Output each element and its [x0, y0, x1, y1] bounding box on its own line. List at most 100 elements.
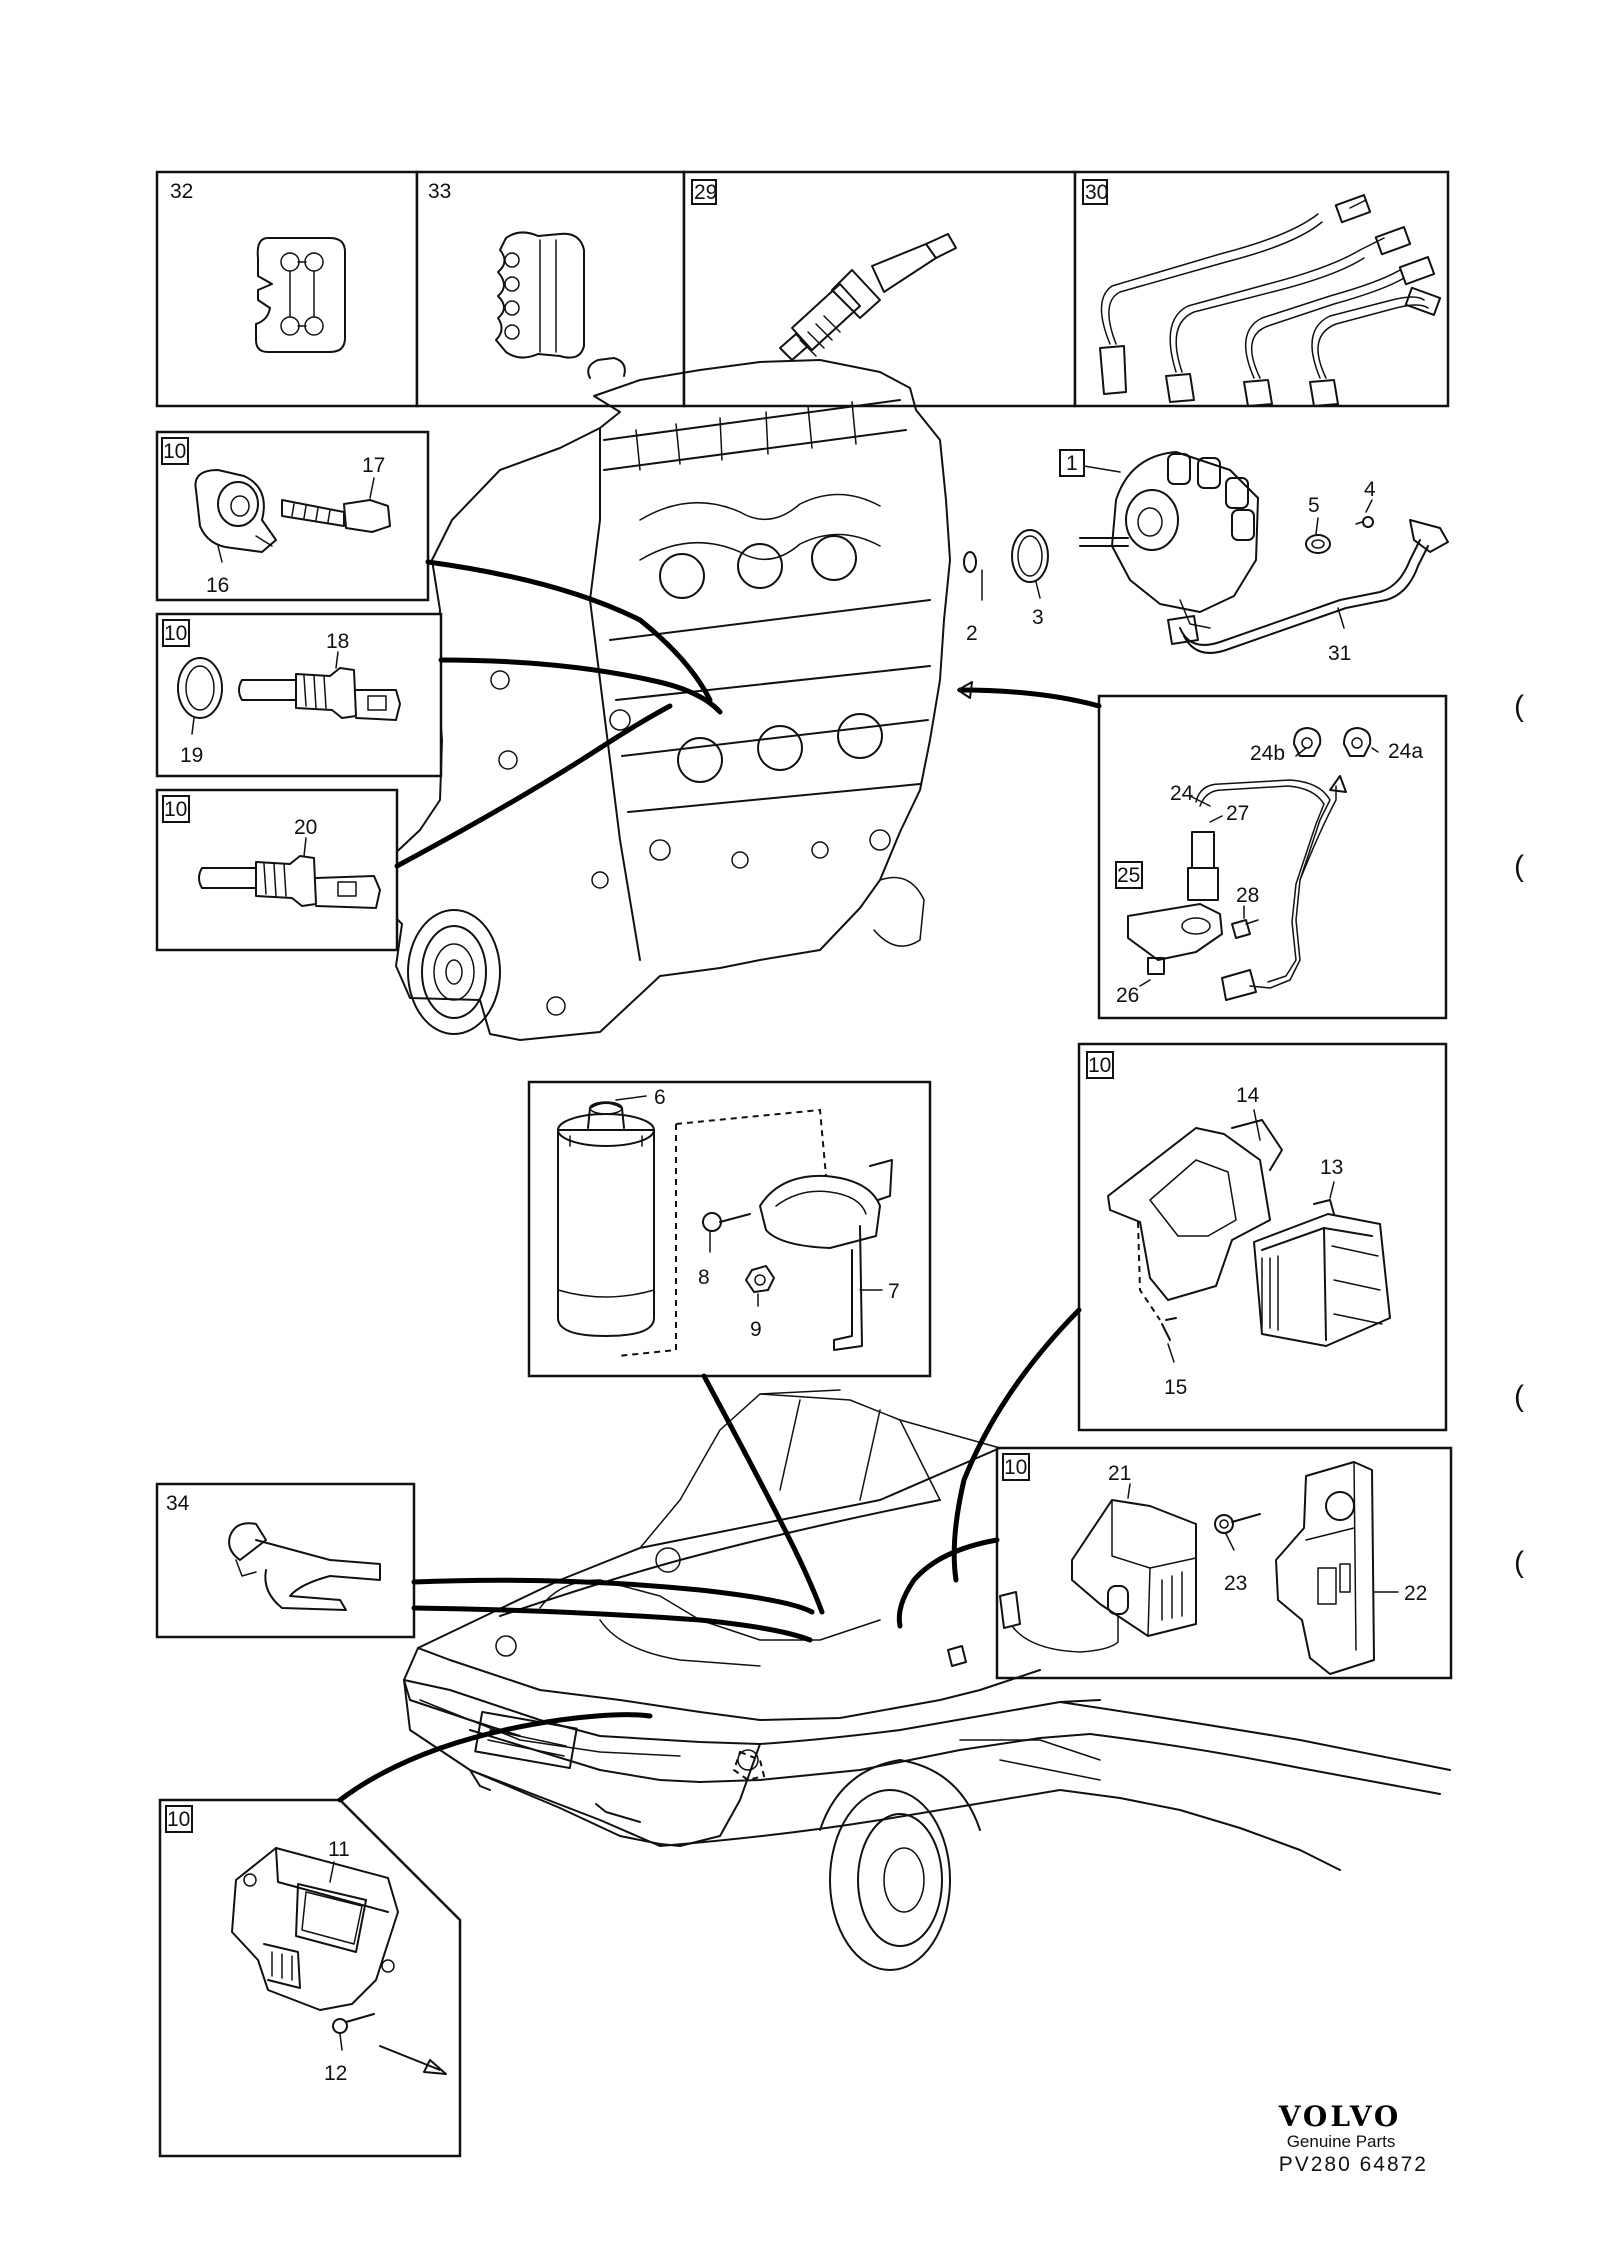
callout-label-c4: 4 — [1364, 478, 1376, 501]
callout-label-c26: 26 — [1116, 984, 1139, 1007]
callout-label-p10a: 10 — [163, 440, 186, 463]
callout-label-c18: 18 — [326, 630, 349, 653]
panel-33: 33 — [415, 170, 686, 408]
coil-bracket-icon — [759, 1159, 893, 1351]
cable-clip-icon — [255, 237, 346, 353]
callout-label-c6: 6 — [654, 1086, 666, 1109]
panel-hall-unit: 10 11 12 — [158, 1798, 462, 2158]
callout-label-c14: 14 — [1236, 1084, 1260, 1107]
distributor-icon — [1079, 451, 1259, 629]
knock-sensor-icon — [194, 469, 277, 553]
cover-plate-icon — [1275, 1461, 1375, 1675]
callout-label-c5: 5 — [1308, 494, 1320, 517]
callout-label-c27: 27 — [1226, 802, 1249, 825]
cable-clip-24a-icon — [1343, 727, 1372, 757]
panel-29: 29 — [682, 170, 1077, 408]
panel-knock-sensor: 10 17 16 — [155, 430, 430, 602]
ignition-lead-separator-icon — [495, 231, 585, 359]
sealing-ring-icon — [177, 657, 223, 719]
ignition-coil-icon — [557, 1101, 655, 1337]
brand-block: VOLVO Genuine Parts PV280 64872 — [1279, 2102, 1428, 2178]
screw-28-icon — [1231, 919, 1259, 939]
panel-temperature-sensor-b: 10 20 — [155, 788, 399, 952]
callout-label-c20: 20 — [294, 816, 317, 839]
callout-label-p10b: 10 — [164, 622, 187, 645]
bolt-icon — [281, 499, 391, 533]
car-body — [403, 1389, 1451, 1971]
hose-clamp-icon — [228, 1522, 381, 1611]
panel-temperature-sensor-a: 10 18 19 — [155, 612, 443, 778]
temperature-sensor-icon — [238, 667, 401, 721]
callout-label-c3: 3 — [1032, 606, 1044, 629]
callout-label-c24b: 24b — [1250, 742, 1285, 765]
callout-label-p10d: 10 — [1088, 1054, 1111, 1077]
callout-label-p33: 33 — [428, 180, 451, 203]
callout-label-p10c: 10 — [164, 798, 187, 821]
callout-label-c12: 12 — [324, 2062, 347, 2085]
grommet-icon — [1305, 534, 1331, 554]
callout-label-p10f: 10 — [167, 1808, 190, 1831]
control-unit-icon — [1253, 1199, 1391, 1347]
coolant-sensor-icon — [198, 855, 381, 909]
callout-label-c11: 11 — [328, 1838, 350, 1861]
svg-text:(: ( — [1514, 850, 1524, 883]
control-unit-bracket-icon — [1107, 1119, 1283, 1321]
sleeve-26-icon — [1147, 957, 1165, 975]
callout-label-p25: 25 — [1117, 864, 1140, 887]
ignition-cable-set-icon — [1099, 194, 1442, 407]
volvo-logo: VOLVO — [1278, 2100, 1402, 2133]
callout-label-p30: 30 — [1085, 181, 1108, 204]
distributor-group: 1 — [963, 449, 1449, 665]
callout-label-c31: 31 — [1328, 642, 1351, 665]
screw-icon — [1355, 516, 1374, 528]
mounting-bracket-icon — [1127, 903, 1223, 961]
washer-icon — [963, 551, 977, 573]
panel-30: 30 — [1073, 170, 1450, 408]
callout-label-c22: 22 — [1404, 1582, 1427, 1605]
o-ring-icon — [1011, 529, 1049, 583]
screw-12-icon — [332, 2013, 375, 2034]
spark-plug-icon — [779, 233, 957, 361]
screw-8-icon — [702, 1212, 751, 1232]
callout-label-c19: 19 — [180, 744, 203, 767]
svg-text:(: ( — [1514, 1380, 1524, 1413]
callout-label-p34: 34 — [166, 1492, 190, 1515]
brand-subtitle: Genuine Parts — [1286, 2132, 1396, 2151]
panel-34: 34 — [155, 1482, 416, 1639]
panel-impulse-sender: 24b 24a 25 24 27 28 26 — [1097, 694, 1448, 1020]
callout-label-c13: 13 — [1320, 1156, 1343, 1179]
callout-label-p10e: 10 — [1004, 1456, 1027, 1479]
callout-label-c24: 24 — [1170, 782, 1194, 805]
hall-sender-icon — [1187, 779, 1331, 1001]
callout-label-c17: 17 — [362, 454, 385, 477]
panel-ignition-coil: 6 7 8 9 — [527, 1080, 932, 1378]
panel-32: 32 — [155, 170, 419, 408]
callout-label-c2: 2 — [966, 622, 978, 645]
screw-15-icon — [1161, 1317, 1177, 1341]
callout-label-c7: 7 — [888, 1280, 900, 1303]
callout-label-c23: 23 — [1224, 1572, 1247, 1595]
ignition-coil-lead-icon — [1167, 519, 1449, 654]
svg-text:(: ( — [1514, 690, 1524, 723]
panel-control-unit: 10 14 13 15 — [1077, 1042, 1448, 1432]
cable-clip-24b-icon — [1293, 727, 1322, 757]
engine-block — [379, 357, 951, 1041]
callout-label-c8: 8 — [698, 1266, 710, 1289]
diagram-code: PV280 64872 — [1278, 2153, 1428, 2176]
callout-label-c24a: 24a — [1388, 740, 1423, 763]
callout-label-p32: 32 — [170, 180, 193, 203]
callout-label-c21: 21 — [1108, 1462, 1131, 1485]
callout-label-c9: 9 — [750, 1318, 762, 1341]
screw-23-icon — [1214, 1513, 1261, 1534]
callout-label-p29: 29 — [694, 181, 717, 204]
callout-label-p1: 1 — [1066, 452, 1078, 475]
nut-9-icon — [745, 1265, 775, 1293]
callout-label-c15: 15 — [1164, 1376, 1187, 1399]
callout-label-c16: 16 — [206, 574, 229, 597]
panel-power-stage: 10 21 23 22 — [995, 1446, 1453, 1680]
power-stage-icon — [999, 1499, 1197, 1653]
crankshaft-pulley-icon — [407, 909, 501, 1035]
svg-text:(: ( — [1514, 1546, 1524, 1579]
ignition-module-icon — [231, 1847, 399, 2011]
